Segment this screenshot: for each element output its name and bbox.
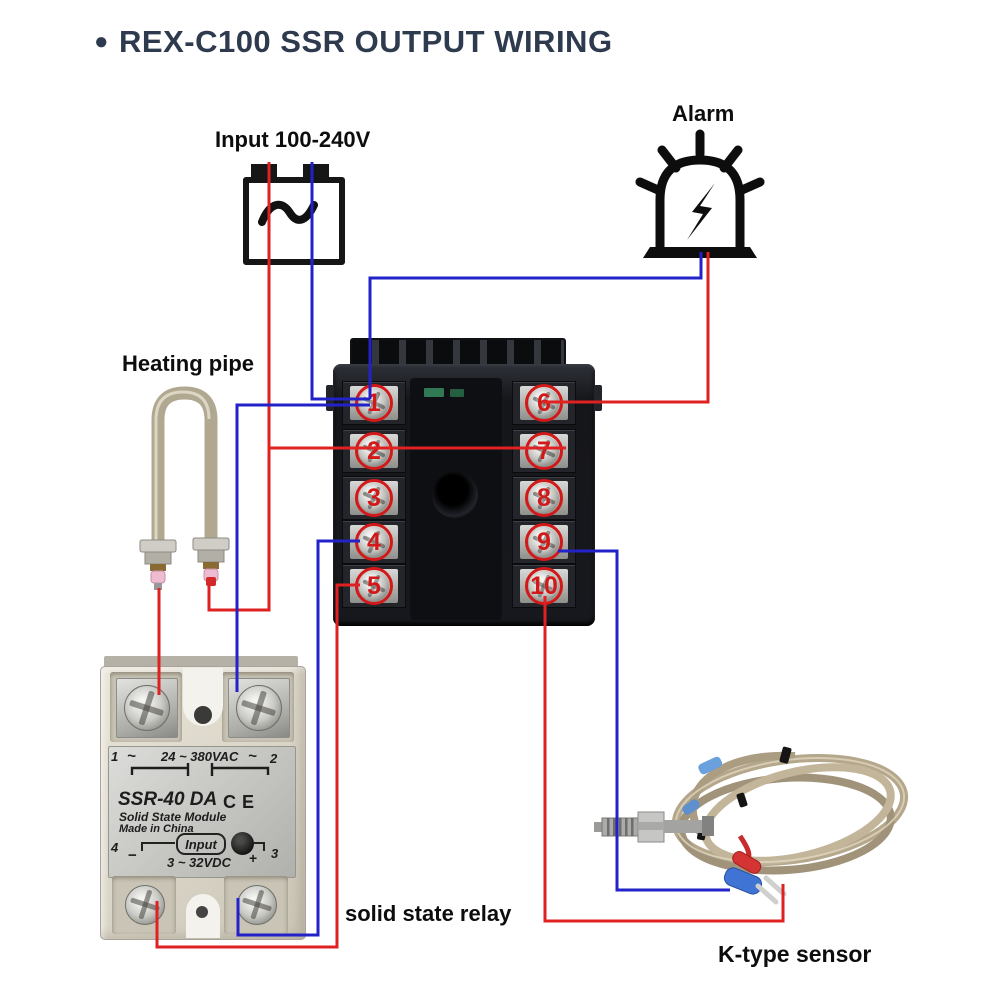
terminal-number: 2 <box>367 436 381 465</box>
controller-mount-clip-left <box>326 385 334 411</box>
terminal-4: 4 <box>342 520 406 564</box>
terminal-number-ring <box>525 479 563 517</box>
alarm-rays-icon <box>635 129 765 195</box>
k-type-sensor-graphic <box>594 746 909 905</box>
terminal-6: 6 <box>512 381 576 425</box>
terminal-number: 3 <box>367 483 381 512</box>
terminal-2: 2 <box>342 429 406 473</box>
terminal-number: 8 <box>537 483 551 512</box>
terminal-10: 10 <box>512 564 576 608</box>
heating-element-graphic <box>139 386 230 590</box>
ssr-top-hole <box>194 706 212 724</box>
terminal-5: 5 <box>342 564 406 608</box>
ssr-corner-1: 1 <box>111 749 119 764</box>
power-input-label: Input 100-240V <box>215 127 371 152</box>
terminal-number: 1 <box>367 388 381 417</box>
pcb-edge <box>450 389 464 397</box>
alarm-beacon-icon <box>635 129 765 258</box>
terminal-number: 5 <box>367 571 381 600</box>
ssr-label-plate: 1 ~ 24 ~ 380VAC ~ 2 SSR-40 DA CE Solid S… <box>108 746 296 878</box>
terminal-3: 3 <box>342 476 406 520</box>
ssr-screw-terminal-2 <box>236 685 282 731</box>
alarm-label: Alarm <box>672 101 735 126</box>
terminal-number-ring <box>525 432 563 470</box>
solid-state-relay-label: solid state relay <box>345 901 512 926</box>
terminal-7: 7 <box>512 429 576 473</box>
ac-wave-icon <box>258 200 318 226</box>
lightning-bolt-icon <box>687 183 715 240</box>
terminal-number: 10 <box>530 571 558 600</box>
terminal-number: 4 <box>367 527 381 556</box>
ssr-tilde-left: ~ <box>127 748 136 765</box>
k-type-sensor-label: K-type sensor <box>718 941 872 967</box>
ssr-input-pill: Input <box>176 833 226 855</box>
controller-mount-clip-right <box>594 385 602 411</box>
pcb-edge <box>424 388 444 397</box>
terminal-8: 8 <box>512 476 576 520</box>
power-terminal-tab-right <box>303 164 329 178</box>
ssr-corner-4: 4 <box>111 840 119 855</box>
fork-terminal-tines <box>755 875 787 905</box>
ssr-plus: + <box>249 850 258 866</box>
ssr-dc-rating: 3 ~ 32VDC <box>167 855 231 870</box>
terminal-1: 1 <box>342 381 406 425</box>
page-title-text: REX-C100 SSR OUTPUT WIRING <box>119 24 613 59</box>
ssr-corner-3: 3 <box>271 846 279 861</box>
heating-leg-right <box>192 537 230 586</box>
terminal-number: 7 <box>537 436 551 465</box>
page-title: ● REX-C100 SSR OUTPUT WIRING <box>94 24 613 60</box>
terminal-number: 9 <box>537 527 551 556</box>
heating-pipe-label: Heating pipe <box>122 351 255 376</box>
terminal-number: 6 <box>537 388 551 417</box>
terminal-number-ring <box>525 523 563 561</box>
ssr-screw-terminal-3 <box>237 885 277 925</box>
ssr-bottom-hole <box>196 906 208 918</box>
controller-mount-hole <box>432 472 478 518</box>
red-crimp-connector <box>206 577 216 586</box>
ssr-minus: − <box>128 847 137 864</box>
terminal-9: 9 <box>512 520 576 564</box>
cable-tie <box>736 792 748 808</box>
heating-leg-left <box>139 539 177 590</box>
title-bullet-icon: ● <box>94 28 109 55</box>
ssr-screw-terminal-1 <box>124 685 170 731</box>
ssr-screw-terminal-4 <box>125 885 165 925</box>
power-terminal-tab-left <box>251 164 277 178</box>
